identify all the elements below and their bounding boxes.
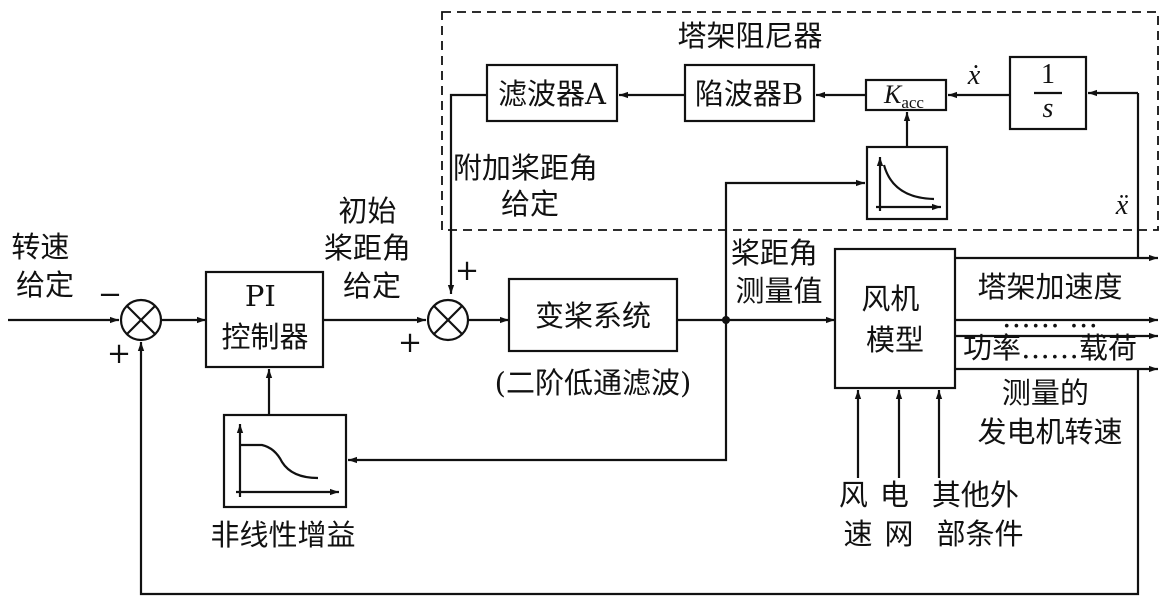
notch-filter-b-block (683, 63, 816, 123)
sum2-top-plus-sign: + (455, 253, 479, 287)
summing-junction-2 (426, 298, 470, 342)
speed-reference-label: 转速 给定 (11, 230, 78, 302)
sum1-plus-sign: + (107, 336, 131, 370)
turbine-model-label: 风机 模型 (861, 282, 928, 357)
notch-filter-b-label: 陷波器B (695, 77, 803, 111)
output-dots: …… … (1002, 300, 1098, 334)
filter-a-block (485, 63, 619, 123)
nonlinear-gain-label: 非线性增益 (210, 518, 355, 552)
sum2-left-plus-sign: + (398, 325, 422, 359)
initial-pitch-label: 初始 桨距角 给定 (324, 194, 420, 303)
pi-controller-label: PI 控制器 (221, 279, 308, 354)
filter-a-label: 滤波器A (498, 77, 607, 111)
integrator-numerator: 1 (1041, 59, 1055, 90)
summing-junction-1 (119, 298, 163, 342)
pitch-system-label: 变桨系统 (535, 299, 651, 333)
pitch-measured-label: 桨距角 测量值 (731, 236, 827, 308)
k-acc-block (864, 78, 948, 112)
k-acc-label: Kacc (883, 80, 924, 112)
pi-controller-block (204, 270, 325, 369)
x-ddot-label: ẍ (1115, 190, 1129, 221)
nonlinear-gain-block (222, 413, 348, 509)
tower-damper-region (441, 11, 1159, 231)
additional-pitch-label: 附加桨距角 给定 (453, 151, 607, 221)
sum1-minus-sign: − (98, 277, 122, 311)
x-dot-label: ẋ (967, 60, 981, 91)
speed-feedback-line (137, 342, 1140, 596)
line-filter-to-sum2 (447, 93, 487, 294)
measured-generator-speed-label: 测量的 发电机转速 (977, 376, 1122, 449)
turbine-model-block (833, 247, 957, 390)
grid-label: 电 网 (880, 478, 918, 551)
line-pitch-to-gain (348, 320, 728, 464)
integrator-denominator: s (1043, 93, 1054, 124)
wind-speed-label: 风 速 (839, 478, 877, 551)
tower-damper-title: 塔架阻尼器 (677, 19, 822, 53)
pitch-branch-node (722, 316, 730, 324)
nonlinear-gain-curve (240, 443, 319, 480)
pitch-system-block (507, 277, 679, 353)
power-load-label: 功率……载荷 (963, 331, 1137, 365)
second-order-filter-label: (二阶低通滤波) (495, 366, 692, 400)
gain-schedule-curve (882, 164, 935, 201)
line-pitch-to-schedule (724, 179, 865, 320)
tower-acceleration-label: 塔架加速度 (977, 270, 1122, 304)
other-conditions-label: 其他外 部条件 (932, 478, 1028, 551)
